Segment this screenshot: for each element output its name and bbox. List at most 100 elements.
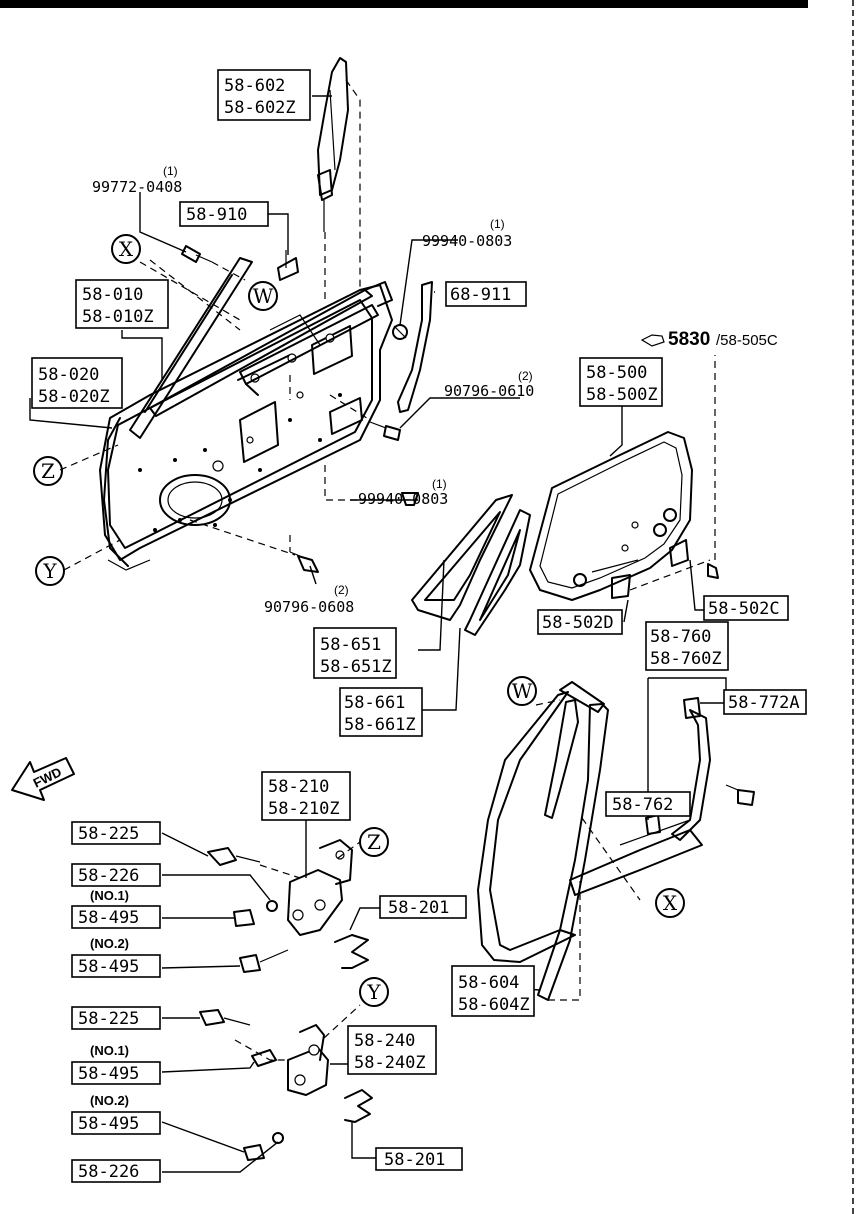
label-58-225-upper: 58-225	[71, 821, 161, 845]
svg-text:58-240: 58-240	[354, 1031, 415, 1051]
svg-text:68-911: 68-911	[450, 285, 511, 305]
label-99772-0408: (1) 99772-0408	[92, 164, 182, 196]
weatherstrip-58-604	[477, 681, 711, 1001]
svg-text:58-495: 58-495	[78, 957, 139, 977]
door-belt-bracket	[277, 250, 299, 281]
svg-text:(2): (2)	[518, 369, 533, 383]
svg-text:(1): (1)	[163, 164, 178, 178]
svg-text:58-010: 58-010	[82, 285, 143, 305]
svg-text:(1): (1)	[432, 477, 447, 491]
label-58-240: 58-240 58-240Z	[347, 1025, 437, 1075]
svg-text:58-760: 58-760	[650, 627, 711, 647]
svg-text:58-240Z: 58-240Z	[354, 1053, 426, 1073]
label-58-604: 58-604 58-604Z	[451, 965, 535, 1017]
weatherstrip-68-911	[397, 281, 433, 413]
svg-text:58-226: 58-226	[78, 866, 139, 886]
pointing-hand-icon	[640, 334, 665, 347]
label-99940-0803-bottom: (1) 99940-0803	[358, 477, 448, 508]
svg-text:58-762: 58-762	[612, 795, 673, 815]
label-58-760: 58-760 58-760Z	[645, 621, 729, 671]
label-99940-0803-top: (1) 99940-0803	[422, 217, 512, 250]
label-90796-0608: (2) 90796-0608	[264, 583, 354, 616]
svg-text:58-661Z: 58-661Z	[344, 715, 416, 735]
callout-y-top: Y	[35, 556, 65, 586]
svg-text:58-225: 58-225	[78, 824, 139, 844]
svg-text:58-500Z: 58-500Z	[586, 385, 658, 405]
svg-text:W: W	[512, 679, 533, 703]
svg-text:58-651: 58-651	[320, 635, 381, 655]
svg-text:Z: Z	[367, 830, 381, 854]
svg-text:90796-0608: 90796-0608	[264, 598, 354, 616]
label-58-226-upper: 58-226	[71, 863, 161, 887]
svg-text:W: W	[253, 284, 274, 308]
label-58-201-lower: 58-201	[375, 1147, 463, 1171]
label-58-495-no2-lower: (NO.2) 58-495	[71, 1093, 161, 1135]
label-58-661: 58-661 58-661Z	[339, 687, 423, 737]
reference-5830: 5830 /58-505C	[640, 329, 778, 350]
callout-x-bottom: X	[655, 888, 685, 918]
svg-text:58-760Z: 58-760Z	[650, 649, 722, 669]
svg-text:/58-505C: /58-505C	[716, 332, 778, 349]
svg-text:58-020Z: 58-020Z	[38, 387, 110, 407]
label-58-010: 58-010 58-010Z	[75, 279, 169, 329]
lower-hinge-58-240	[199, 1009, 373, 1161]
svg-text:(1): (1)	[490, 217, 505, 231]
svg-text:90796-0610: 90796-0610	[444, 382, 534, 400]
svg-text:58-210Z: 58-210Z	[268, 799, 340, 819]
svg-text:Z: Z	[41, 459, 55, 483]
svg-text:58-226: 58-226	[78, 1162, 139, 1182]
svg-text:(NO.2): (NO.2)	[90, 936, 129, 951]
callout-z-top: Z	[33, 456, 63, 486]
svg-text:58-602: 58-602	[224, 76, 285, 96]
svg-text:58-651Z: 58-651Z	[320, 657, 392, 677]
svg-text:58-010Z: 58-010Z	[82, 307, 154, 327]
label-58-502C: 58-502C	[703, 595, 789, 621]
callout-w-top: W	[248, 281, 278, 311]
label-58-602: 58-602 58-602Z	[217, 69, 311, 121]
label-58-762: 58-762	[605, 791, 691, 817]
svg-text:58-604: 58-604	[458, 973, 519, 993]
svg-text:99772-0408: 99772-0408	[92, 178, 182, 196]
label-58-201-upper: 58-201	[379, 895, 467, 919]
door-frame-rails	[129, 257, 393, 439]
svg-text:58-201: 58-201	[384, 1150, 445, 1170]
svg-text:58-210: 58-210	[268, 777, 329, 797]
svg-text:58-495: 58-495	[78, 908, 139, 928]
svg-text:58-604Z: 58-604Z	[458, 995, 530, 1015]
label-58-020: 58-020 58-020Z	[31, 357, 123, 409]
quarter-glass-58-661	[464, 509, 531, 636]
svg-text:99940-0803: 99940-0803	[422, 232, 512, 250]
svg-text:X: X	[663, 891, 678, 915]
label-58-495-no2-upper: (NO.2) 58-495	[71, 936, 161, 978]
division-bar-58-602	[317, 57, 361, 300]
label-58-495-no1-lower: (NO.1) 58-495	[71, 1043, 161, 1085]
glass-bracket-58-502	[611, 355, 719, 599]
label-58-910: 58-910	[179, 201, 269, 227]
quarter-glass-58-651	[411, 494, 513, 621]
label-58-226-lower: 58-226	[71, 1159, 161, 1183]
svg-text:58-495: 58-495	[78, 1064, 139, 1084]
label-58-500: 58-500 58-500Z	[579, 357, 663, 407]
svg-text:58-495: 58-495	[78, 1114, 139, 1134]
svg-text:58-201: 58-201	[388, 898, 449, 918]
svg-text:58-772A: 58-772A	[728, 693, 800, 713]
svg-text:(NO.1): (NO.1)	[90, 888, 129, 903]
leader-lines	[29, 95, 727, 1173]
fwd-arrow-icon	[11, 757, 75, 801]
svg-text:58-602Z: 58-602Z	[224, 98, 296, 118]
svg-text:(NO.1): (NO.1)	[90, 1043, 129, 1058]
label-58-772A: 58-772A	[723, 689, 807, 715]
label-58-225-lower: 58-225	[71, 1006, 161, 1030]
door-glass-58-500	[529, 431, 693, 601]
svg-text:58-020: 58-020	[38, 365, 99, 385]
svg-text:58-661: 58-661	[344, 693, 405, 713]
label-58-651: 58-651 58-651Z	[313, 627, 397, 679]
label-58-502D: 58-502D	[537, 609, 623, 635]
svg-text:58-500: 58-500	[586, 363, 647, 383]
callout-y-bottom: Y	[359, 977, 389, 1007]
svg-text:58-225: 58-225	[78, 1009, 139, 1029]
callout-z-bottom: Z	[359, 827, 389, 857]
svg-text:58-502C: 58-502C	[708, 599, 780, 619]
svg-text:X: X	[119, 237, 134, 261]
page-edge-perforation	[852, 0, 862, 1214]
